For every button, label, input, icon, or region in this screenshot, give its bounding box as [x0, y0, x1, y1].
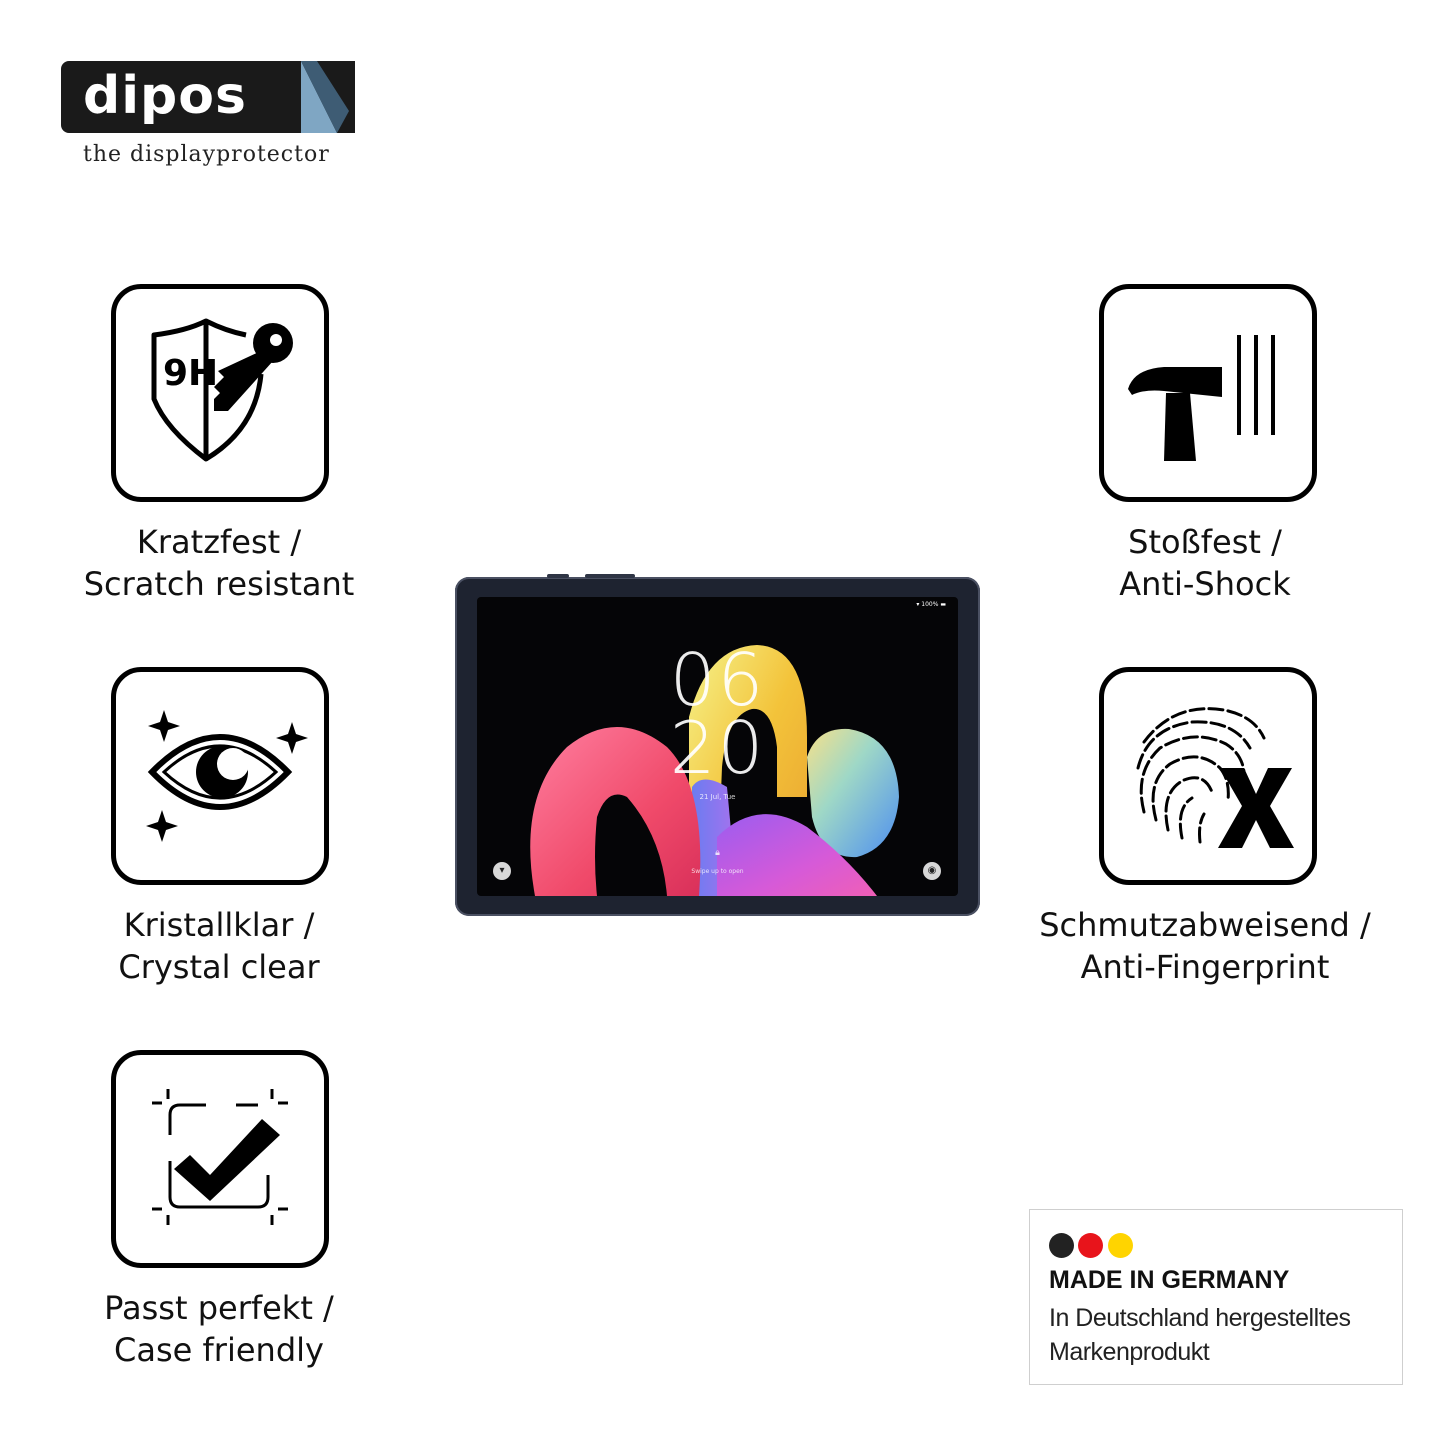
anti-fingerprint-icon-box: [1099, 667, 1317, 885]
flashlight-icon[interactable]: ▾: [493, 862, 511, 880]
status-bar: ▾ 100% ▬: [916, 601, 946, 608]
scratch-resistant-icon-box: 9H: [111, 284, 329, 502]
scratch-resistant-line2: Scratch resistant: [83, 565, 355, 603]
anti-fingerprint-line1: Schmutzabweisend /: [1039, 906, 1371, 944]
lock-icon: 🔒︎: [715, 848, 720, 858]
made-in-germany-line2: Markenprodukt: [1049, 1338, 1210, 1366]
9h-label: 9H: [163, 353, 218, 394]
scratch-resistant-line1: Kratzfest /: [136, 523, 302, 561]
anti-shock-icon-box: [1099, 284, 1317, 502]
tablet-button: [547, 574, 569, 578]
shield-key-9h-icon: 9H: [151, 318, 293, 462]
case-friendly-line1: Passt perfekt /: [104, 1289, 334, 1327]
tablet-device: ▾ 100% ▬ 06 20 21 Jul, Tue 🔒︎ Swipe up t…: [455, 574, 980, 916]
made-in-germany-subtitle: In Deutschland hergestelltes Markenprodu…: [1049, 1301, 1351, 1369]
anti-shock-line2: Anti-Shock: [1119, 565, 1291, 603]
checkmark-frame-icon: [152, 1089, 288, 1225]
clock-minute: 20: [669, 706, 766, 790]
made-in-germany-badge: MADE IN GERMANY In Deutschland hergestel…: [1029, 1209, 1403, 1385]
tablet-screen: ▾ 100% ▬ 06 20 21 Jul, Tue 🔒︎ Swipe up t…: [477, 597, 958, 896]
eye-sparkle-icon: [146, 710, 308, 842]
logo-text: dipos: [83, 66, 247, 126]
flag-dot-gold: [1108, 1233, 1133, 1258]
anti-fingerprint-caption: Schmutzabweisend / Anti-Fingerprint: [1015, 904, 1395, 988]
battery-percent: 100%: [921, 601, 939, 608]
made-in-germany-title: MADE IN GERMANY: [1049, 1266, 1290, 1294]
scratch-resistant-caption: Kratzfest / Scratch resistant: [29, 521, 409, 605]
lock-date: 21 Jul, Tue: [699, 793, 736, 801]
crystal-clear-line1: Kristallklar /: [123, 906, 315, 944]
case-friendly-icon-box: [111, 1050, 329, 1268]
flag-dot-red: [1078, 1233, 1103, 1258]
wallpaper-image: [530, 645, 899, 896]
tablet-volume-button: [585, 574, 635, 578]
flag-dot-black: [1049, 1233, 1074, 1258]
anti-shock-caption: Stoßfest / Anti-Shock: [1015, 521, 1395, 605]
hammer-icon: [1128, 335, 1275, 461]
case-friendly-caption: Passt perfekt / Case friendly: [29, 1287, 409, 1371]
crystal-clear-caption: Kristallklar / Crystal clear: [29, 904, 409, 988]
dipos-logo: dipos: [61, 61, 355, 133]
unlock-hint: Swipe up to open: [691, 868, 744, 875]
battery-icon: ▬: [940, 601, 946, 608]
made-in-germany-line1: In Deutschland hergestelltes: [1049, 1304, 1351, 1332]
logo-peel-icon: [301, 61, 355, 133]
crystal-clear-line2: Crystal clear: [118, 948, 320, 986]
crystal-clear-icon-box: [111, 667, 329, 885]
case-friendly-line2: Case friendly: [114, 1331, 324, 1369]
fingerprint-x-icon: [1136, 707, 1294, 848]
clock-hour: 06: [669, 638, 766, 722]
camera-icon[interactable]: ◉: [923, 862, 941, 880]
logo-tagline: the displayprotector: [83, 142, 330, 167]
wifi-icon: ▾: [916, 601, 920, 608]
anti-shock-line1: Stoßfest /: [1128, 523, 1282, 561]
anti-fingerprint-line2: Anti-Fingerprint: [1080, 948, 1330, 986]
